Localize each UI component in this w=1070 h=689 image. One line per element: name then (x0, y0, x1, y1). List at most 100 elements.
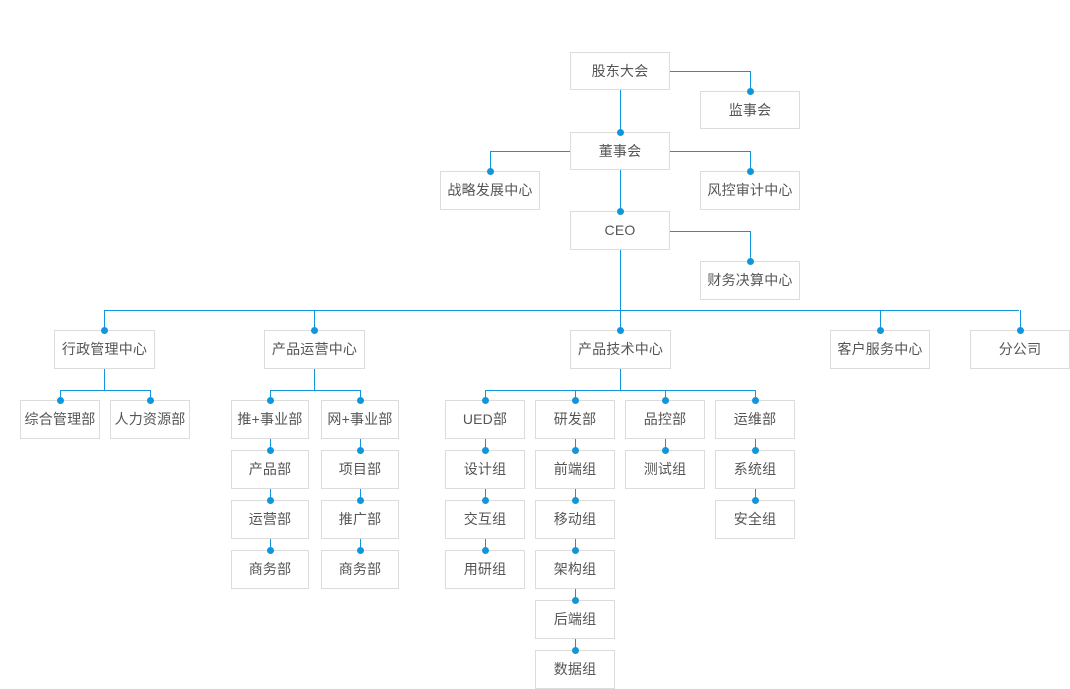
dot-hr (146, 396, 154, 404)
dot-admin (100, 326, 108, 334)
org-node[interactable]: 财务决算中心 (700, 261, 800, 300)
col-rd-2 (575, 489, 576, 500)
org-node[interactable]: 监事会 (700, 91, 800, 129)
tech-drop-2 (575, 390, 576, 400)
dot-wang-promo (356, 496, 364, 504)
dot-rd-backend (571, 596, 579, 604)
org-node[interactable]: 产品技术中心 (570, 330, 671, 369)
org-node[interactable]: 客户服务中心 (830, 330, 930, 369)
col-rd-5 (575, 639, 576, 650)
org-node[interactable]: 运营部 (231, 500, 309, 539)
dot-branch (1016, 326, 1024, 334)
tech-stem (620, 369, 621, 390)
org-node[interactable]: 分公司 (970, 330, 1070, 369)
col-ued-1 (485, 439, 486, 450)
shareholders-to-board-v (620, 90, 621, 132)
org-node[interactable]: UED部 (445, 400, 525, 439)
ceo-right-v (750, 231, 751, 261)
org-node[interactable]: 行政管理中心 (54, 330, 155, 369)
org-node[interactable]: 推+事业部 (231, 400, 309, 439)
dot-ceo (616, 207, 624, 215)
col-wang-3 (360, 539, 361, 550)
org-node[interactable]: 研发部 (535, 400, 615, 439)
dot-board (616, 128, 624, 136)
bus-drop-product-ops (314, 310, 315, 330)
org-node[interactable]: 用研组 (445, 550, 525, 589)
bus-drop-product-tech (620, 310, 621, 330)
org-node[interactable]: 产品运营中心 (264, 330, 365, 369)
org-node[interactable]: 网+事业部 (321, 400, 399, 439)
tech-drop-3 (665, 390, 666, 400)
col-qa-1 (665, 439, 666, 450)
org-node[interactable]: 架构组 (535, 550, 615, 589)
org-node[interactable]: 董事会 (570, 132, 670, 170)
ops-drop-1 (270, 390, 271, 400)
col-ued-2 (485, 489, 486, 500)
org-node[interactable]: 风控审计中心 (700, 171, 800, 210)
org-node[interactable]: 商务部 (231, 550, 309, 589)
org-node[interactable]: CEO (570, 211, 670, 250)
col-tui-1 (270, 439, 271, 450)
org-node[interactable]: 股东大会 (570, 52, 670, 90)
dot-rd-frontend (571, 446, 579, 454)
dot-customer (876, 326, 884, 334)
org-node[interactable]: 前端组 (535, 450, 615, 489)
dot-risk (746, 167, 754, 175)
dot-tui-business (266, 546, 274, 554)
board-right-h (670, 151, 750, 152)
col-tui-3 (270, 539, 271, 550)
col-ued-3 (485, 539, 486, 550)
org-node[interactable]: 测试组 (625, 450, 705, 489)
col-ops-1 (755, 439, 756, 450)
org-node[interactable]: 人力资源部 (110, 400, 190, 439)
org-node[interactable]: 产品部 (231, 450, 309, 489)
org-node[interactable]: 推广部 (321, 500, 399, 539)
dot-qa (661, 396, 669, 404)
dot-tui (266, 396, 274, 404)
board-left-h (490, 151, 570, 152)
dot-devops-security (751, 496, 759, 504)
org-node[interactable]: 品控部 (625, 400, 705, 439)
ops-drop-2 (360, 390, 361, 400)
tech-drop-4 (755, 390, 756, 400)
dot-ued-research (481, 546, 489, 554)
dot-tui-operation (266, 496, 274, 504)
col-ops-2 (755, 489, 756, 500)
dot-rd-mobile (571, 496, 579, 504)
admin-stem (104, 369, 105, 390)
admin-bus-h (60, 390, 150, 391)
dot-ued (481, 396, 489, 404)
col-tui-2 (270, 489, 271, 500)
org-node[interactable]: 系统组 (715, 450, 795, 489)
shareholders-to-supervisors-v (750, 71, 751, 91)
col-wang-1 (360, 439, 361, 450)
ops-bus-h (270, 390, 360, 391)
col-rd-3 (575, 539, 576, 550)
org-node[interactable]: 项目部 (321, 450, 399, 489)
org-node[interactable]: 战略发展中心 (440, 171, 540, 210)
tech-drop-1 (485, 390, 486, 400)
org-node[interactable]: 运维部 (715, 400, 795, 439)
main-bus-h (104, 310, 1019, 311)
ops-stem (314, 369, 315, 390)
dot-rd-data (571, 646, 579, 654)
org-node[interactable]: 交互组 (445, 500, 525, 539)
org-node[interactable]: 设计组 (445, 450, 525, 489)
col-rd-4 (575, 589, 576, 600)
org-node[interactable]: 综合管理部 (20, 400, 100, 439)
board-left-v (490, 151, 491, 171)
org-node[interactable]: 后端组 (535, 600, 615, 639)
dot-devops-system (751, 446, 759, 454)
dot-finance (746, 257, 754, 265)
org-node[interactable]: 商务部 (321, 550, 399, 589)
org-node[interactable]: 移动组 (535, 500, 615, 539)
shareholders-to-supervisors-h (670, 71, 750, 72)
admin-drop-1 (60, 390, 61, 400)
tech-bus-h (485, 390, 755, 391)
dot-rd-arch (571, 546, 579, 554)
org-node[interactable]: 安全组 (715, 500, 795, 539)
org-node[interactable]: 数据组 (535, 650, 615, 689)
col-rd-1 (575, 439, 576, 450)
col-wang-2 (360, 489, 361, 500)
